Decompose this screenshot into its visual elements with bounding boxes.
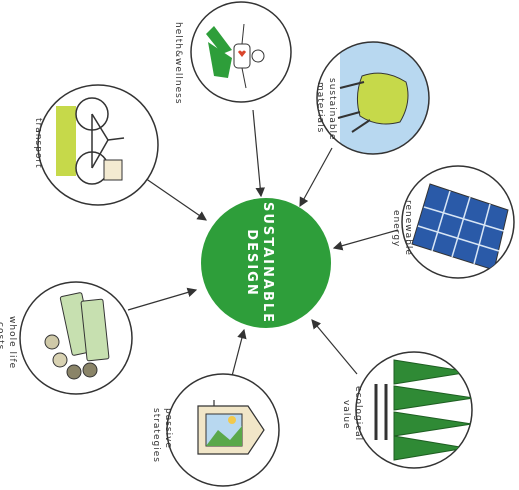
person-icon — [206, 23, 265, 89]
trees-icon — [368, 359, 472, 461]
node-ecological-value: ecological value — [341, 351, 473, 469]
arrow-ecological — [311, 319, 358, 375]
arrow-health — [252, 109, 266, 198]
energy-label-line1: renewable — [403, 200, 413, 256]
costs-label-line2: costs — [0, 322, 5, 350]
passive-label-line1: passive — [163, 408, 173, 449]
bicycle-icon — [56, 97, 125, 185]
center-text-line2: DESIGN — [244, 229, 259, 296]
transport-label: transport — [33, 118, 43, 169]
node-health-wellness: helth&wellness — [173, 1, 292, 105]
arrow-transport — [141, 175, 207, 221]
materials-label-line1: sustainable — [327, 78, 337, 141]
center-node: SUSTAINABLE DESIGN — [201, 198, 331, 328]
ecological-label-line1: ecological — [353, 386, 363, 441]
node-renewable-energy: renewable energy — [391, 165, 515, 279]
money-icon — [44, 292, 110, 380]
node-transport: transport — [33, 84, 159, 206]
arrow-materials — [299, 147, 333, 208]
arrow-energy — [332, 229, 399, 251]
materials-circle — [316, 41, 430, 155]
connector-arrows — [127, 109, 399, 377]
energy-label-line2: energy — [391, 210, 401, 247]
node-passive-strategies: passive strategies — [151, 373, 280, 487]
arrow-passive — [231, 328, 247, 377]
passive-label-line2: strategies — [151, 408, 161, 463]
node-whole-life-costs: whole life costs — [0, 281, 133, 395]
chair-icon — [337, 72, 409, 133]
health-label: helth&wellness — [173, 22, 183, 105]
costs-label-line1: whole life — [7, 316, 17, 369]
center-circle — [201, 198, 331, 328]
ecological-label-line2: value — [341, 400, 351, 430]
center-text-line1: SUSTAINABLE — [260, 202, 275, 324]
materials-label-line2: materials — [315, 82, 325, 133]
house-icon — [197, 400, 265, 455]
node-sustainable-materials: sustainable materials — [315, 41, 430, 155]
arrow-costs — [127, 287, 198, 311]
